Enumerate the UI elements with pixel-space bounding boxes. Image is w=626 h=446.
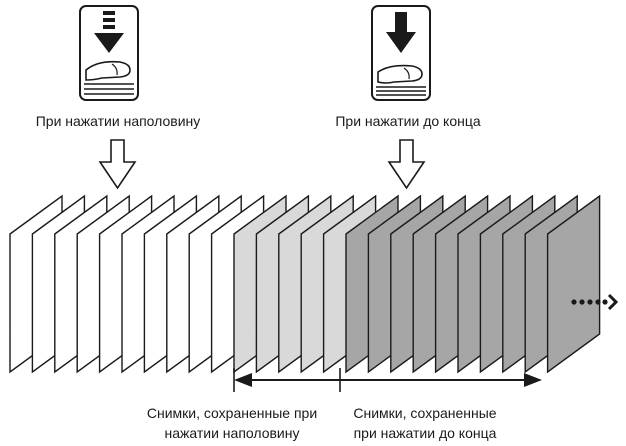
saved-half-label-line1: Снимки, сохраненные при [147, 405, 317, 421]
full-press-pointer-icon [387, 139, 426, 190]
shutter-full-press-icon [371, 5, 431, 101]
shutter-half-press-icon [79, 5, 139, 101]
half-press-label: При нажатии наполовину [36, 113, 201, 129]
frame-strip [9, 194, 601, 374]
half-press-pointer-icon [98, 139, 137, 190]
saved-full-label-line1: Снимки, сохраненные [353, 405, 496, 421]
saved-full-label-line2: при нажатии до конца [354, 425, 497, 441]
saved-range-arrows [233, 368, 542, 392]
saved-half-label-line2: нажатии наполовину [165, 425, 300, 441]
full-press-label: При нажатии до конца [335, 113, 481, 129]
frame-saved-full-press [546, 194, 601, 374]
dotted-arrow-right-icon [571, 293, 619, 311]
